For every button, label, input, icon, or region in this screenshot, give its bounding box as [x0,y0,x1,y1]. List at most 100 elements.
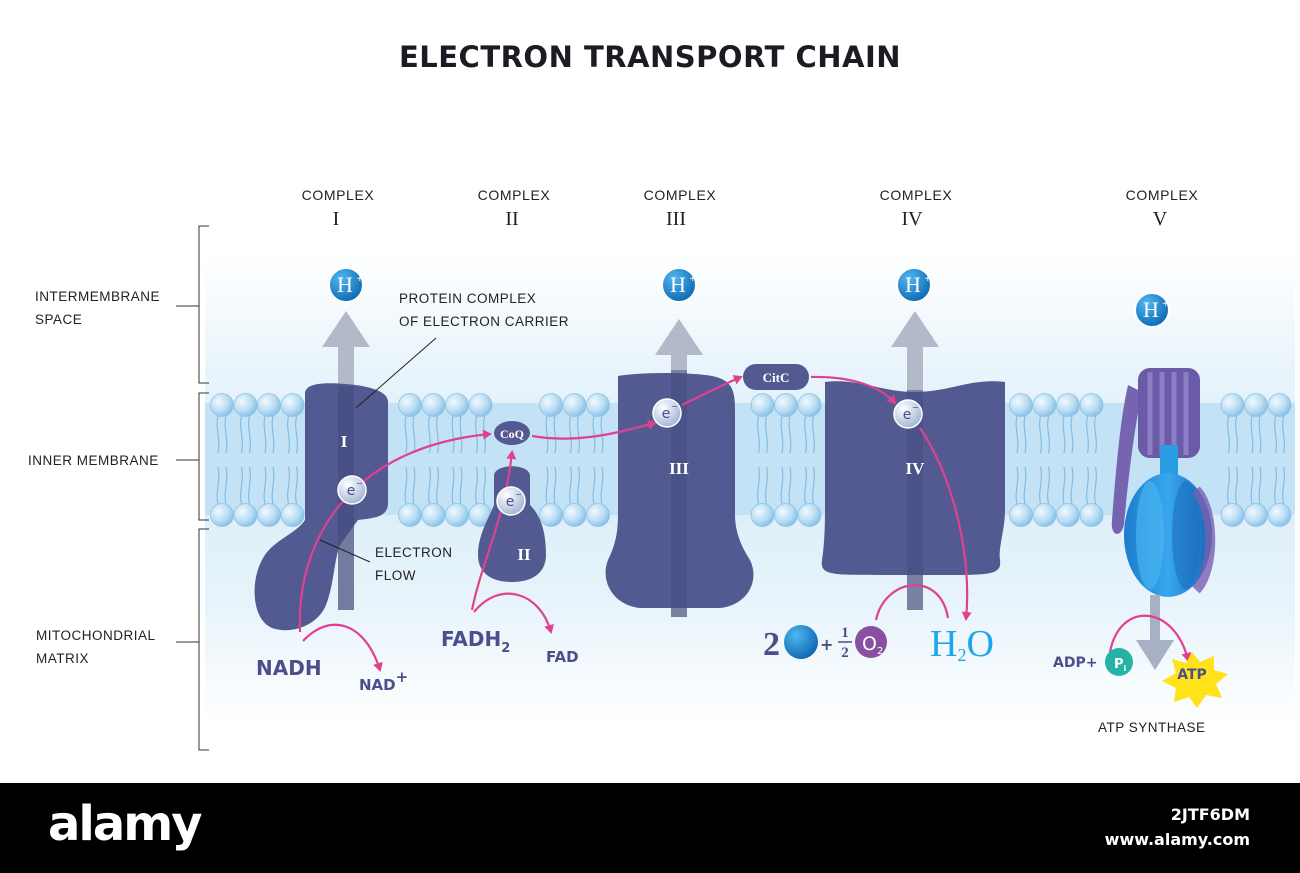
intermembrane-space-label: INTERMEMBRANE SPACE [35,285,160,331]
complex-ii [478,466,546,582]
phospholipid-head [398,393,422,417]
svg-text:+: + [689,274,697,284]
phospholipid-tail [1282,466,1285,505]
protein-complex-annotation: PROTEIN COMPLEX OF ELECTRON CARRIER [399,287,569,333]
protein-complex-line-2: OF ELECTRON CARRIER [399,314,570,329]
phospholipid-tail [804,466,807,505]
phospholipid-head [1267,393,1292,417]
phospholipid-tail [804,415,807,454]
phospholipid-tail [271,466,275,505]
proton-h-plus: H+ [896,267,932,303]
phospholipid-tail [436,415,439,454]
fadh2-label: FADH2 [441,627,510,656]
phospholipid-tail [295,466,298,505]
electron-flow-line-1: ELECTRON [375,545,453,560]
svg-text:e: e [662,406,671,422]
phospholipid-tail [1274,415,1277,454]
phospholipid-tail [1047,415,1050,454]
phospholipid-tail [263,466,267,505]
phospholipid-tail [600,415,604,454]
phospholipid-head [398,503,422,527]
proton-h-plus: H+ [661,267,697,303]
complex-iii-numeral: III [666,208,686,230]
phospholipid-tail [553,415,557,454]
watermark-image-id: 2JTF6DM [1170,805,1250,824]
phospholipid-tail [1094,466,1097,505]
water-coefficient: 2 [763,626,780,663]
matrix-line-1: MITOCHONDRIAL [36,628,156,643]
phospholipid-tail [216,415,220,454]
phospholipid-tail [404,466,408,505]
water-oxygen: O [966,623,993,665]
phospholipid-tail [1274,466,1277,505]
phospholipid-tail [248,415,251,454]
phospholipid-head [280,393,305,417]
phospholipid-tail [1235,415,1238,454]
phospholipid-tail [812,466,815,505]
phospholipid-tail [1070,466,1074,505]
complex-iv-body-label: IV [906,459,926,478]
phospholipid-head [445,393,469,417]
phospholipid-tail [545,466,549,505]
phospholipid-tail [569,415,572,454]
phospholipid-tail [263,415,267,454]
svg-text:−: − [515,490,522,499]
svg-text:−: − [912,403,919,412]
phospholipid-tail [459,415,463,454]
citc-label: CitC [763,370,790,385]
oxygen-label: O2 [862,633,883,657]
phospholipid-head [797,393,822,417]
phospholipid-head [1267,503,1292,527]
phospholipid-tail [1015,466,1019,505]
oxygen-subscript: 2 [877,646,883,657]
citc-carrier [743,364,809,390]
phospholipid-tail [240,466,243,505]
phospholipid-tail [1023,415,1027,454]
complex-i-numeral: I [332,208,340,230]
phospholipid-tail [780,466,784,505]
electron-flow-line-2: FLOW [375,568,416,583]
complex-i-body-label: I [341,432,348,451]
protein-complex-line-1: PROTEIN COMPLEX [399,291,537,306]
atp-synthase-label: ATP SYNTHASE [1098,720,1206,735]
phospholipid-tail [1227,415,1230,454]
phospholipid-tail [271,415,275,454]
phospholipid-head [210,393,234,417]
atp-label: ATP [1177,667,1207,683]
phospholipid-tail [592,415,596,454]
phospholipid-tail [1258,415,1262,454]
intermembrane-line-1: INTERMEMBRANE [35,289,161,304]
phospholipid-tail [765,466,768,505]
complex-iii [605,370,754,617]
phospholipid-head [257,393,281,417]
phospholipid-head [1009,393,1033,417]
electron-e-minus: e− [496,486,526,516]
half-denominator: 2 [841,645,849,661]
phospholipid-tail [765,415,768,454]
phospholipid-head [421,503,446,527]
watermark-brand: alamy [48,796,203,852]
fad-label: FAD [546,648,579,666]
inner-membrane-label: INNER MEMBRANE [28,453,159,468]
phospholipid-head [1056,503,1080,527]
phospholipid-head [1032,393,1057,417]
electron-e-minus: e− [337,475,367,505]
phospholipid-tail [428,415,431,454]
phospholipid-tail [600,466,604,505]
phospholipid-head [233,503,258,527]
proton-group: H+H+H+H+H+ [328,267,1170,655]
phospholipid-tail [459,466,463,505]
complex-i-label: COMPLEX [301,187,375,203]
phospholipid-head [445,503,469,527]
phospholipid-head [1244,393,1268,417]
phospholipid-tail [436,466,439,505]
phospholipid-tail [224,415,228,454]
half-numerator: 1 [841,625,849,641]
intermembrane-line-2: SPACE [35,312,83,327]
phospholipid-head [586,503,610,527]
phospholipid-tail [1250,415,1254,454]
phospholipid-head [1220,393,1245,417]
phospholipid-tail [1258,466,1262,505]
phospholipid-tail [412,466,416,505]
